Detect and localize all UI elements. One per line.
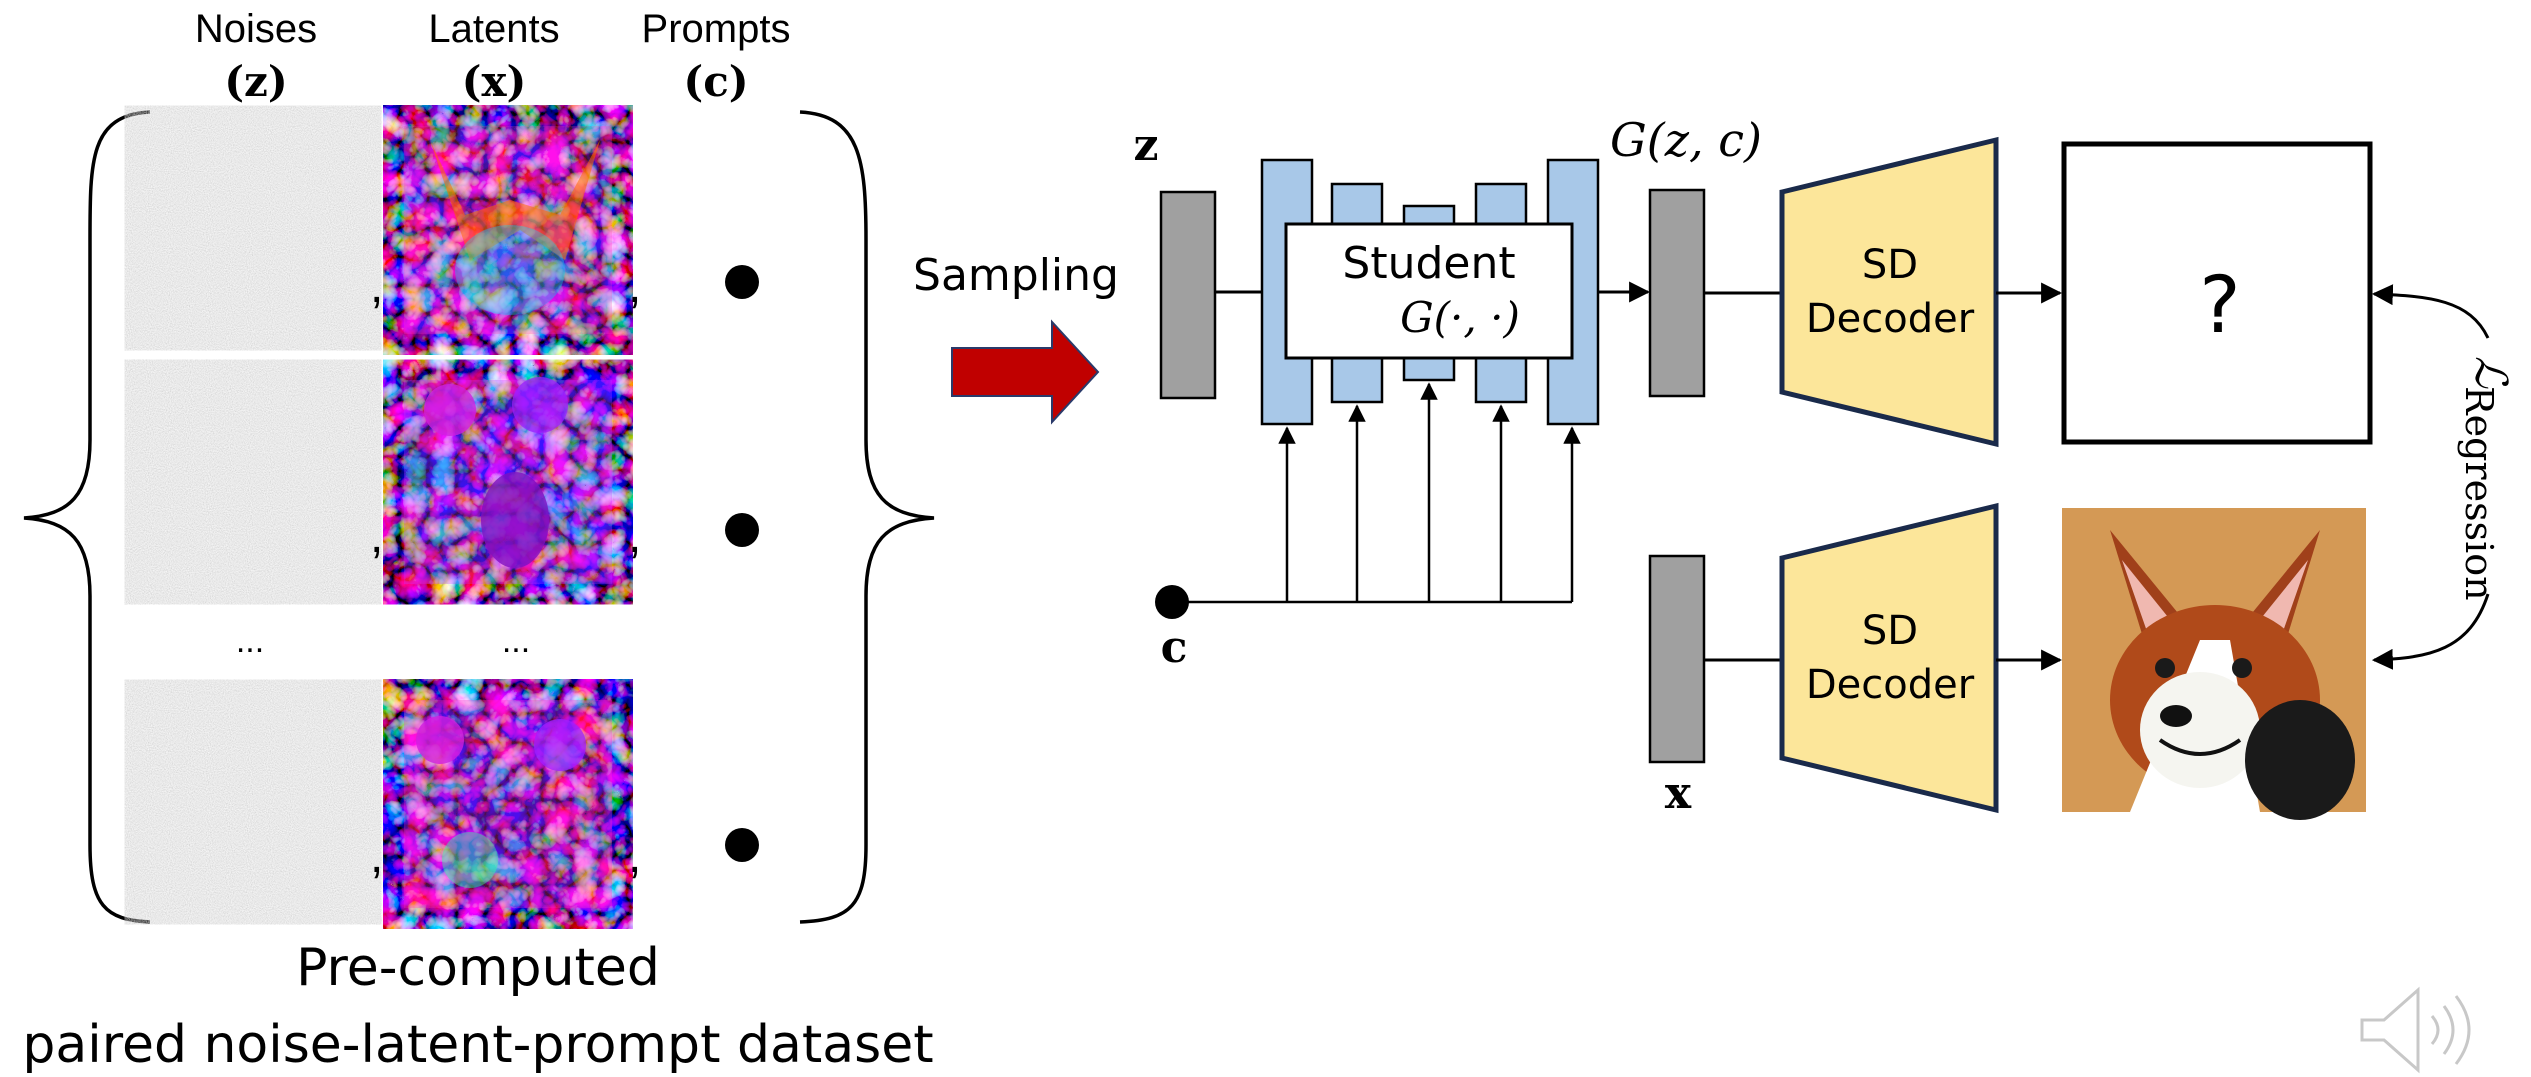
x-latent-block (1648, 554, 1706, 764)
ellipsis: ... (236, 622, 264, 660)
latent-image-flowers (404, 377, 612, 584)
output-label: G(z, c) (1610, 113, 1762, 167)
latents-symbol: (x) (462, 57, 527, 106)
decoder-label: SD (1862, 608, 1918, 654)
student-network: z Student G(·, ·) c G(z, c) (1134, 113, 1782, 673)
loss-symbol: ℒ (2465, 356, 2516, 389)
right-brace (799, 110, 935, 924)
prompt-dot (725, 265, 759, 299)
prompt-dot (725, 513, 759, 547)
noise-image (146, 380, 360, 584)
ellipsis: ... (502, 622, 530, 660)
c-input-label: c (1161, 622, 1188, 673)
sampling-label: Sampling (913, 250, 1119, 301)
sd-decoder-top: SD Decoder (1779, 136, 2063, 448)
separator-comma: , (628, 830, 641, 883)
z-input-block (1159, 190, 1217, 400)
red-arrow-icon (951, 319, 1100, 425)
separator-comma: , (370, 260, 383, 313)
left-brace (23, 110, 151, 924)
sampling-arrow: Sampling (913, 250, 1119, 425)
z-input-label: z (1134, 120, 1159, 171)
loss-subscript: Regression (2457, 386, 2501, 601)
separator-comma: , (628, 510, 641, 563)
noises-header: Noises (195, 7, 317, 51)
student-box (1284, 222, 1574, 360)
dataset-caption-line2: paired noise-latent-prompt dataset (22, 1015, 933, 1075)
latents-header: Latents (428, 7, 559, 51)
separator-comma: , (628, 260, 641, 313)
output-latent-block (1648, 188, 1706, 398)
latent-image-dog (404, 126, 612, 334)
prompt-dot (725, 828, 759, 862)
separator-comma: , (370, 510, 383, 563)
x-input-label: x (1665, 768, 1692, 819)
speaker-icon[interactable] (2360, 986, 2471, 1074)
decoder-label: Decoder (1806, 662, 1975, 708)
corgi-image (2062, 508, 2366, 820)
decoder-trapezoid (1779, 502, 1999, 814)
prompts-header: Prompts (642, 7, 791, 51)
sd-decoder-bottom: x SD Decoder (1648, 502, 2063, 819)
student-label: Student (1342, 238, 1515, 289)
decoder-label: Decoder (1806, 296, 1975, 342)
dataset-caption-line1: Pre-computed (296, 938, 660, 998)
student-function-label: G(·, ·) (1400, 293, 1520, 342)
noise-image (146, 126, 360, 330)
noise-image (146, 700, 360, 904)
regression-loss: ℒ Regression (2371, 284, 2516, 670)
decoder-label: SD (1862, 242, 1918, 288)
unknown-output-box (2061, 141, 2373, 445)
separator-comma: , (370, 830, 383, 883)
prompts-symbol: (c) (683, 57, 748, 106)
question-mark: ? (2199, 261, 2240, 351)
dataset-panel: Noises (z) Latents (x) Prompts (c) , , , (22, 7, 935, 1075)
latent-image-flowers (404, 700, 612, 908)
decoder-trapezoid (1779, 136, 1999, 448)
noises-symbol: (z) (224, 57, 288, 106)
